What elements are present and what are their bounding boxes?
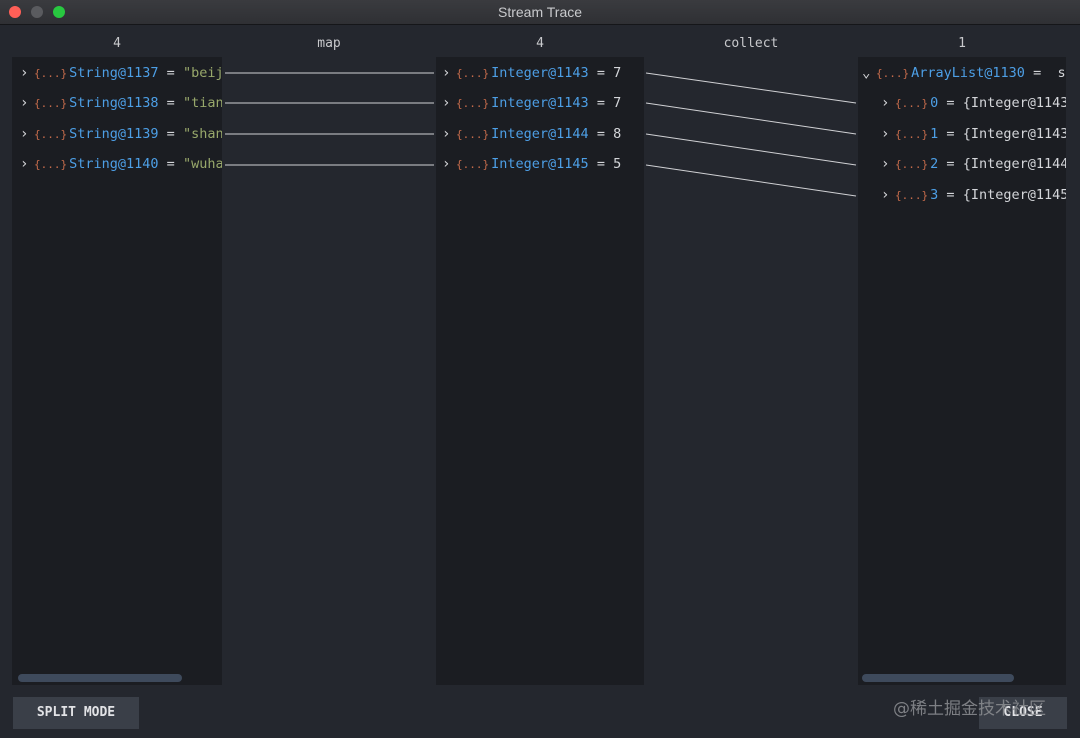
object-icon: {...} [876,67,910,80]
split-mode-button[interactable]: SPLIT MODE [13,697,139,729]
chevron-right-icon[interactable]: › [442,95,451,111]
collect-link-line [645,133,857,166]
object-icon: {...} [34,97,68,110]
tree-row[interactable]: ›{...}String@1139 = "shan [20,123,222,145]
collect-operation-label: collect [723,36,779,51]
chevron-right-icon[interactable]: › [442,156,451,172]
chevron-right-icon[interactable]: › [881,156,890,172]
variable-value: {Integer@1144 [962,156,1066,172]
tree-row[interactable]: ›{...}0 = {Integer@1143 [881,92,1066,114]
object-icon: {...} [456,97,490,110]
chevron-right-icon[interactable]: › [20,156,29,172]
variable-name: String@1140 [69,156,159,172]
tree-row[interactable]: ›{...}3 = {Integer@1145 [881,184,1066,206]
variable-value: 5 [613,156,622,172]
variable-value: "tian [182,95,222,111]
window-title: Stream Trace [497,4,583,20]
variable-name: Integer@1144 [491,126,589,142]
map-result-panel[interactable]: ›{...}Integer@1143 = 7 ›{...}Integer@114… [436,57,644,685]
variable-name: String@1137 [69,65,159,81]
source-count: 4 [113,36,121,51]
object-icon: {...} [34,128,68,141]
variable-name: 2 [930,156,939,172]
tree-row[interactable]: ›{...}2 = {Integer@1144 [881,153,1066,175]
tree-row[interactable]: ›{...}String@1138 = "tian [20,92,222,114]
collect-link-line [645,164,857,197]
map-operation-label: map [317,36,341,51]
object-icon: {...} [456,67,490,80]
close-window-button[interactable] [9,6,21,18]
variable-value: "shan [182,126,222,142]
tree-row[interactable]: ›{...}Integer@1143 = 7 [442,92,621,114]
object-icon: {...} [895,189,929,202]
collect-link-line [645,72,857,104]
minimize-window-button[interactable] [31,6,43,18]
object-icon: {...} [895,97,929,110]
object-icon: {...} [456,158,490,171]
object-icon: {...} [895,158,929,171]
source-panel[interactable]: ›{...}String@1137 = "beij ›{...}String@1… [12,57,222,685]
close-button[interactable]: CLOSE [979,697,1067,729]
chevron-right-icon[interactable]: › [442,126,451,142]
collect-link-line [645,102,857,135]
chevron-right-icon[interactable]: › [20,126,29,142]
tree-row-root[interactable]: ⌄{...}ArrayList@1130 = s [862,62,1066,84]
variable-value: {Integer@1143 [962,95,1066,111]
chevron-down-icon[interactable]: ⌄ [862,65,871,81]
variable-name: String@1138 [69,95,159,111]
variable-value: {Integer@1143 [962,126,1066,142]
variable-value: {Integer@1145 [962,187,1066,203]
variable-name: 1 [930,126,939,142]
object-icon: {...} [895,128,929,141]
horizontal-scrollbar[interactable] [18,674,182,682]
variable-value: 7 [613,65,622,81]
collect-result-panel[interactable]: ⌄{...}ArrayList@1130 = s ›{...}0 = {Inte… [858,57,1066,685]
horizontal-scrollbar[interactable] [862,674,1014,682]
object-icon: {...} [34,67,68,80]
maximize-window-button[interactable] [53,6,65,18]
tree-row[interactable]: ›{...}String@1137 = "beij [20,62,222,84]
variable-name: Integer@1143 [491,95,589,111]
tree-row[interactable]: ›{...}Integer@1144 = 8 [442,123,621,145]
object-icon: {...} [456,128,490,141]
map-result-count: 4 [536,36,544,51]
variable-name: 0 [930,95,939,111]
collect-result-count: 1 [958,36,966,51]
variable-value: "beij [182,65,222,81]
variable-name: Integer@1143 [491,65,589,81]
tree-row[interactable]: ›{...}1 = {Integer@1143 [881,123,1066,145]
variable-value: "wuha [182,156,222,172]
tree-row[interactable]: ›{...}String@1140 = "wuha [20,153,222,175]
chevron-right-icon[interactable]: › [20,95,29,111]
chevron-right-icon[interactable]: › [881,95,890,111]
watermark: @稀土掘金技术社区 [893,699,1046,719]
chevron-right-icon[interactable]: › [881,187,890,203]
variable-value: s [1057,65,1066,81]
chevron-right-icon[interactable]: › [442,65,451,81]
variable-value: 7 [613,95,622,111]
tree-row[interactable]: ›{...}Integer@1145 = 5 [442,153,621,175]
variable-value: 8 [613,126,622,142]
title-bar[interactable]: Stream Trace [0,0,1080,25]
variable-name: Integer@1145 [491,156,589,172]
chevron-right-icon[interactable]: › [881,126,890,142]
variable-name: 3 [930,187,939,203]
variable-name: String@1139 [69,126,159,142]
chevron-right-icon[interactable]: › [20,65,29,81]
tree-row[interactable]: ›{...}Integer@1143 = 7 [442,62,621,84]
object-icon: {...} [34,158,68,171]
variable-name: ArrayList@1130 [911,65,1025,81]
